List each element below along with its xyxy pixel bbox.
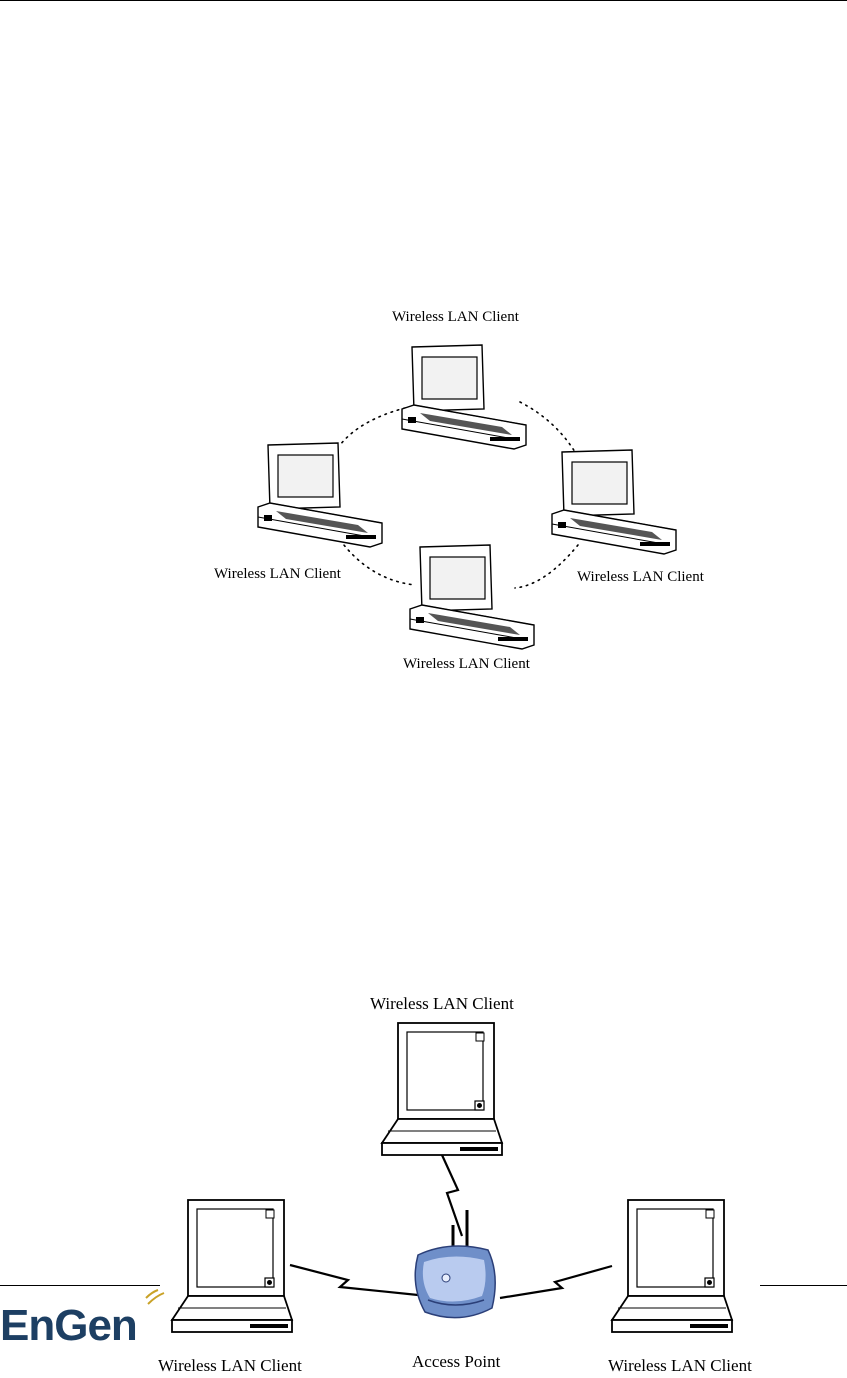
laptop-icon bbox=[172, 1200, 292, 1332]
adhoc-label-left: Wireless LAN Client bbox=[214, 566, 341, 583]
engen-logo: EnGen bbox=[0, 1296, 137, 1356]
adhoc-diagram bbox=[0, 0, 847, 700]
infra-label-top: Wireless LAN Client bbox=[370, 994, 514, 1014]
laptop-icon bbox=[552, 450, 676, 554]
link-right-bottom bbox=[515, 545, 578, 588]
link-top-right bbox=[520, 402, 575, 452]
laptop-icon bbox=[258, 443, 382, 547]
infra-label-left: Wireless LAN Client bbox=[158, 1356, 302, 1376]
link-ap-left bbox=[290, 1265, 418, 1295]
link-ap-right bbox=[500, 1266, 612, 1298]
infra-label-right: Wireless LAN Client bbox=[608, 1356, 752, 1376]
access-point-icon bbox=[415, 1210, 495, 1318]
infra-label-ap: Access Point bbox=[412, 1352, 500, 1372]
footer-rule-right bbox=[760, 1285, 847, 1286]
laptop-icon bbox=[382, 1023, 502, 1155]
link-top-left bbox=[340, 408, 405, 445]
adhoc-label-bottom: Wireless LAN Client bbox=[403, 656, 530, 673]
link-left-bottom bbox=[340, 540, 415, 585]
laptop-icon bbox=[410, 545, 534, 649]
laptop-icon bbox=[612, 1200, 732, 1332]
laptop-icon bbox=[402, 345, 526, 449]
footer-rule-left bbox=[0, 1285, 160, 1286]
link-ap-top bbox=[442, 1155, 462, 1236]
logo-accent bbox=[146, 1290, 164, 1304]
adhoc-label-top: Wireless LAN Client bbox=[392, 309, 519, 326]
adhoc-label-right: Wireless LAN Client bbox=[577, 569, 704, 586]
infra-links bbox=[290, 1155, 612, 1298]
